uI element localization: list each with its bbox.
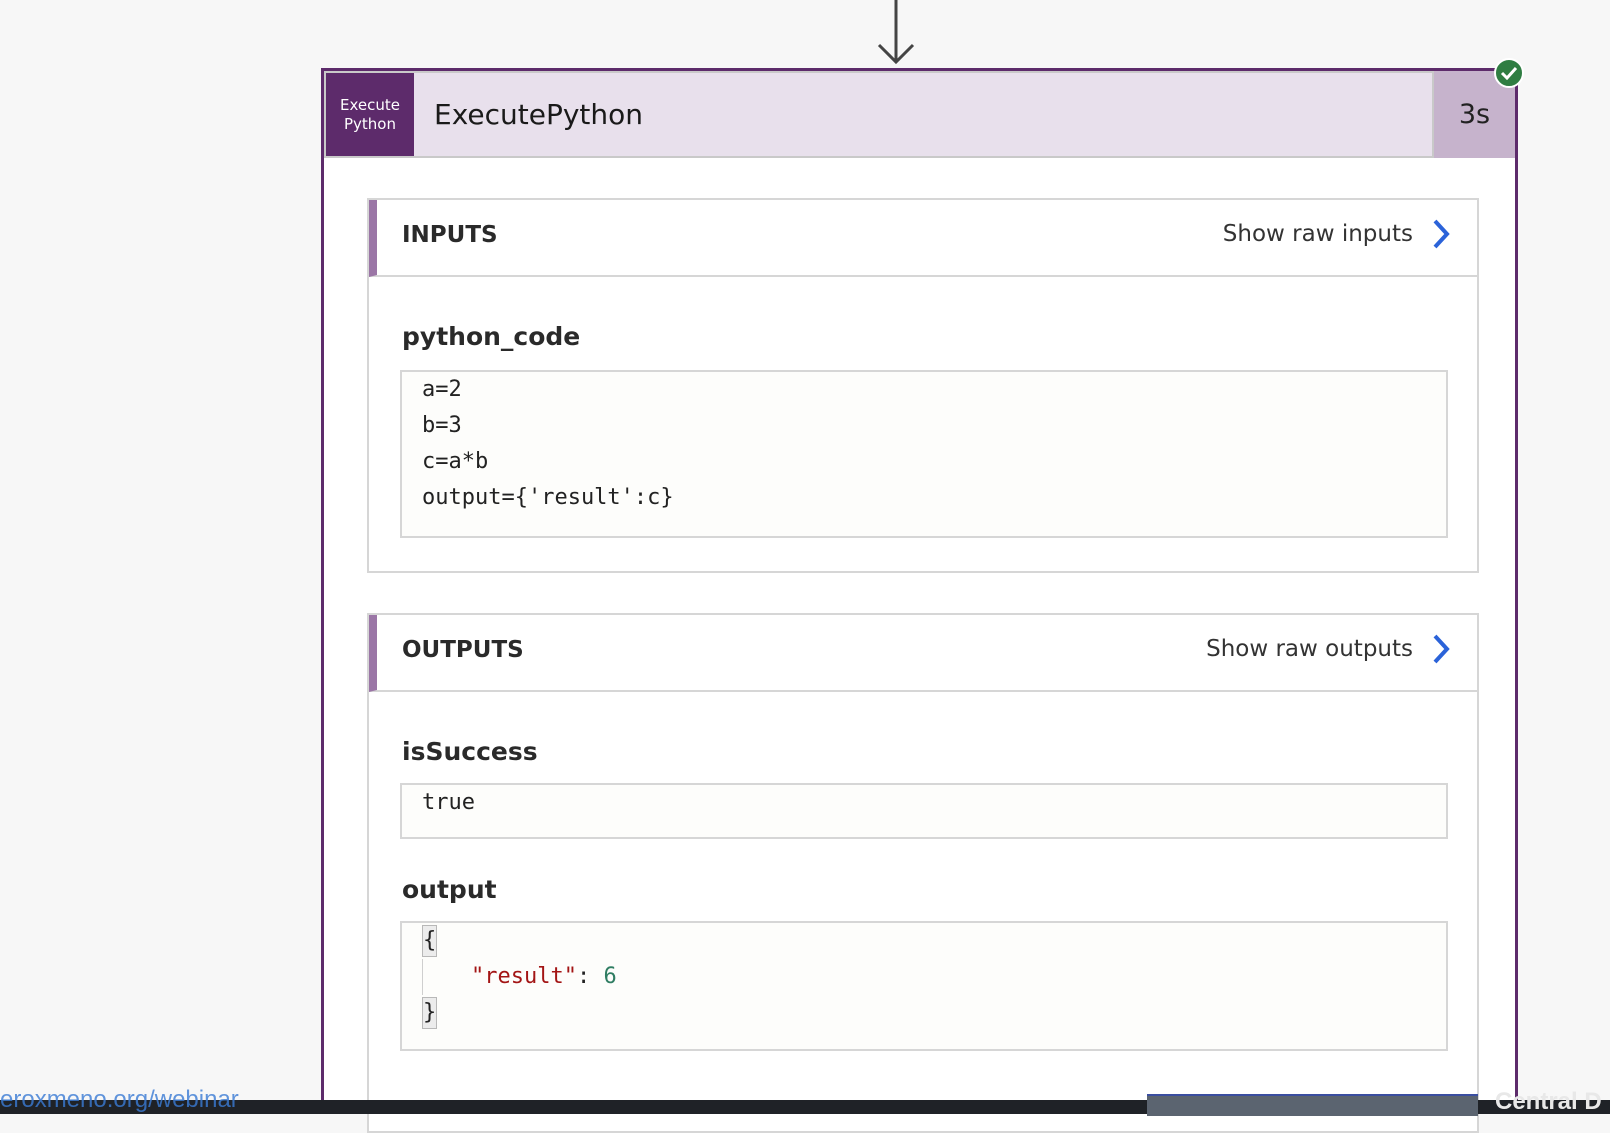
icon-label-line1: Execute — [340, 95, 400, 114]
json-line: } — [402, 995, 1446, 1031]
chevron-right-icon — [1433, 634, 1450, 664]
outputs-section: OUTPUTS Show raw outputs isSuccess true … — [367, 613, 1479, 1133]
show-raw-outputs-button[interactable]: Show raw outputs — [1206, 633, 1451, 665]
icon-label-line2: Python — [344, 114, 396, 133]
inputs-section: INPUTS Show raw inputs python_code a=2 b… — [367, 198, 1479, 573]
action-title: ExecutePython — [434, 98, 644, 131]
code-line: c=a*b — [422, 449, 489, 474]
inputs-header: INPUTS Show raw inputs — [369, 200, 1477, 277]
json-line: "result": 6 — [422, 959, 1446, 995]
action-card: Execute Python ExecutePython 3s INPUTS S… — [321, 68, 1518, 1133]
inputs-heading: INPUTS — [402, 222, 498, 248]
execute-python-icon: Execute Python — [326, 73, 414, 156]
show-raw-inputs-label: Show raw inputs — [1222, 221, 1413, 247]
presenter-thumbnail — [1147, 1094, 1478, 1116]
json-close-brace: } — [422, 997, 438, 1029]
success-check-icon — [1494, 58, 1524, 88]
output-label: output — [402, 875, 497, 904]
python-code-value: a=2 b=3 c=a*b output={'result':c} — [400, 370, 1448, 538]
footer-caption: Central D — [1495, 1088, 1602, 1115]
json-open-brace: { — [422, 925, 438, 957]
json-key: "result" — [471, 964, 577, 989]
show-raw-outputs-label: Show raw outputs — [1206, 636, 1413, 662]
chevron-right-icon — [1433, 219, 1450, 249]
is-success-label: isSuccess — [402, 737, 538, 766]
json-line: { — [402, 923, 1446, 959]
python-code-label: python_code — [402, 322, 581, 351]
value-line: true — [422, 790, 475, 815]
action-header[interactable]: Execute Python ExecutePython — [324, 71, 1434, 158]
outputs-header: OUTPUTS Show raw outputs — [369, 615, 1477, 692]
json-colon: : — [576, 964, 604, 989]
output-value: { "result": 6 } — [400, 921, 1448, 1051]
outputs-heading: OUTPUTS — [402, 637, 524, 663]
code-line: b=3 — [422, 413, 462, 438]
json-value: 6 — [603, 964, 617, 989]
is-success-value: true — [400, 783, 1448, 839]
code-line: output={'result':c} — [422, 485, 674, 510]
show-raw-inputs-button[interactable]: Show raw inputs — [1223, 218, 1451, 250]
footer-link: eroxmeno.org/webinar — [0, 1086, 239, 1113]
flow-arrow-down-icon — [877, 0, 915, 65]
code-line: a=2 — [422, 377, 462, 402]
